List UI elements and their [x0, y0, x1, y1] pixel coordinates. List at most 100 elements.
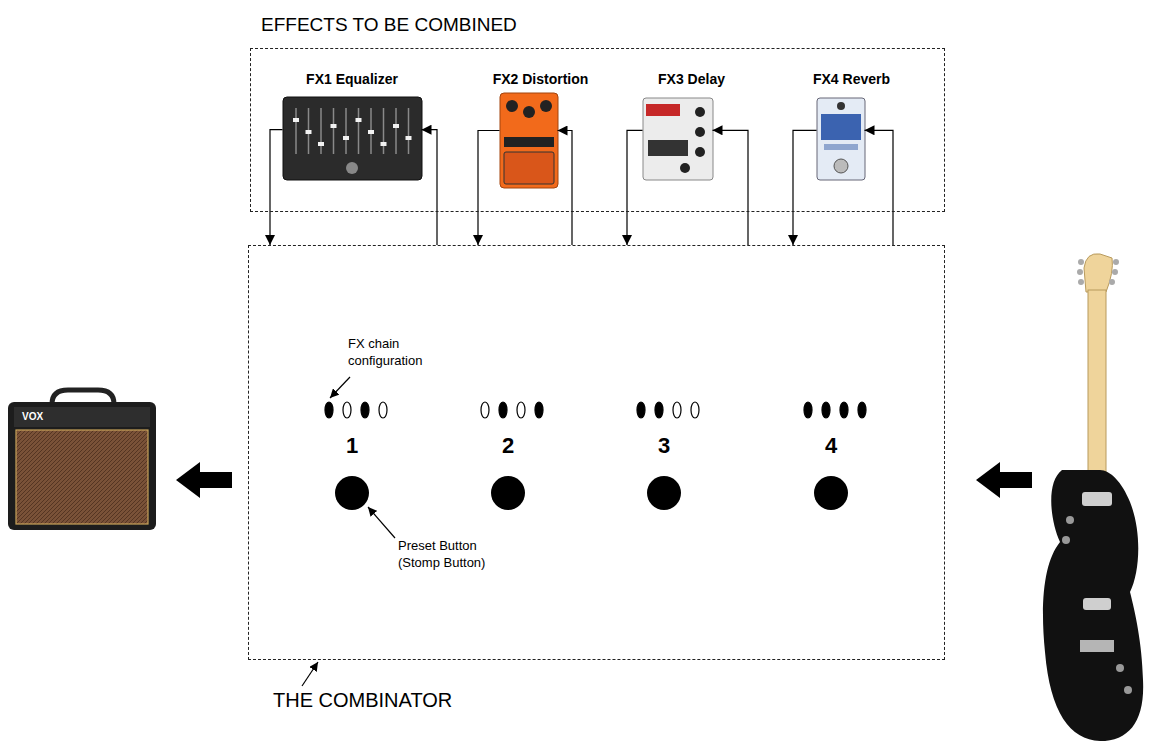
pedal-footswitch — [504, 152, 554, 184]
eq-slider-knob — [393, 124, 399, 128]
delay-pedal-picture — [643, 98, 713, 180]
eq-slider-track — [395, 108, 397, 154]
guitar-tuner — [1113, 259, 1119, 265]
guitar-picture — [1043, 254, 1143, 741]
pedal-knob — [540, 100, 552, 112]
chain-indicator — [691, 402, 699, 418]
reverb-pedal-picture — [817, 98, 865, 180]
chain-indicator — [343, 402, 351, 418]
pedal-knob — [695, 147, 705, 157]
eq-slider-knob — [381, 142, 387, 146]
signal-connector — [558, 131, 573, 246]
callout-label: FX chain configuration — [348, 336, 443, 370]
guitar-headstock — [1084, 254, 1112, 292]
guitar-tuner — [1078, 279, 1084, 285]
box-heading: THE COMBINATOR — [273, 687, 452, 713]
signal-connector — [478, 131, 500, 246]
guitar-tuner — [1078, 259, 1084, 265]
output-arrow — [176, 462, 232, 498]
chain-indicator — [637, 402, 645, 418]
effect-pedal: FX1 Equalizer — [283, 97, 422, 180]
pedal-logo — [821, 114, 861, 140]
pedal-body — [283, 97, 422, 180]
input-arrow — [976, 462, 1032, 498]
pedal-knob — [837, 102, 845, 110]
eq-slider-track — [345, 108, 347, 154]
stomp-button — [491, 476, 525, 510]
pedal-label: FX2 Distortion — [493, 70, 589, 88]
eq-slider-knob — [306, 130, 312, 134]
pedal-body — [643, 98, 713, 180]
effects-box: EFFECTS TO BE COMBINEDFX1 EqualizerFX2 D… — [250, 48, 945, 212]
eq-slider-knob — [293, 118, 299, 122]
guitar-tuner — [1112, 269, 1118, 275]
box-heading: EFFECTS TO BE COMBINED — [261, 13, 517, 38]
signal-connector — [713, 130, 749, 245]
guitar-tuner — [1077, 269, 1083, 275]
distortion-pedal-picture — [500, 93, 558, 188]
pedal-footswitch — [834, 159, 848, 173]
guitar-body — [1043, 470, 1143, 741]
preset-number: 3 — [649, 432, 679, 461]
signal-connector — [865, 130, 894, 245]
pedal-knob — [680, 163, 690, 173]
eq-slider-track — [295, 108, 297, 154]
amp-panel — [14, 407, 150, 427]
signal-connector — [270, 130, 283, 245]
guitar-bridge — [1080, 640, 1114, 652]
amplifier-picture — [8, 390, 156, 530]
eq-slider-track — [383, 108, 385, 154]
eq-slider-knob — [331, 124, 337, 128]
eq-slider-track — [320, 108, 322, 154]
guitar-knob — [1124, 686, 1132, 694]
guitar-tuner — [1109, 279, 1115, 285]
amp-body — [8, 402, 156, 530]
preset-number: 4 — [816, 432, 846, 461]
preset-number: 2 — [493, 432, 523, 461]
guitar-pickup — [1082, 492, 1112, 506]
chain-indicator — [673, 402, 681, 418]
stomp-button — [335, 476, 369, 510]
pedal-logo — [648, 140, 688, 156]
pedal-knob — [695, 127, 705, 137]
pedal-footswitch — [346, 162, 358, 174]
guitar-neck — [1088, 290, 1106, 482]
eq-slider-knob — [343, 136, 349, 140]
eq-slider-track — [333, 108, 335, 154]
amp-grille — [16, 430, 148, 524]
chain-indicator — [481, 402, 489, 418]
eq-slider-track — [408, 108, 410, 154]
chain-indicator — [655, 402, 663, 418]
chain-indicator — [499, 402, 507, 418]
pedal-body — [817, 98, 865, 180]
equalizer-pedal-picture — [283, 97, 422, 180]
chain-indicator — [858, 402, 866, 418]
stomp-button — [814, 476, 848, 510]
effect-pedal: FX4 Reverb — [817, 98, 865, 180]
eq-slider-track — [358, 108, 360, 154]
eq-slider-knob — [368, 130, 374, 134]
pedal-logo — [646, 104, 680, 116]
signal-connector — [422, 130, 438, 245]
stomp-button — [647, 476, 681, 510]
pedal-label: FX4 Reverb — [813, 70, 890, 88]
chain-indicator — [822, 402, 830, 418]
effect-pedal: FX2 Distortion — [500, 93, 558, 188]
signal-connector — [627, 130, 643, 245]
callout-label: Preset Button (Stomp Button) — [398, 538, 508, 572]
leader-line — [368, 507, 395, 538]
chain-indicator — [325, 402, 333, 418]
pedal-band — [504, 137, 554, 147]
chain-indicator — [361, 402, 369, 418]
chain-indicator — [517, 402, 525, 418]
effect-pedal: FX3 Delay — [643, 98, 713, 180]
leader-line — [330, 377, 350, 398]
pedal-label: FX1 Equalizer — [306, 70, 398, 88]
pedal-knob — [523, 106, 535, 118]
guitar-knob — [1062, 536, 1070, 544]
amp-handle — [52, 390, 114, 404]
preset-group — [325, 402, 866, 510]
